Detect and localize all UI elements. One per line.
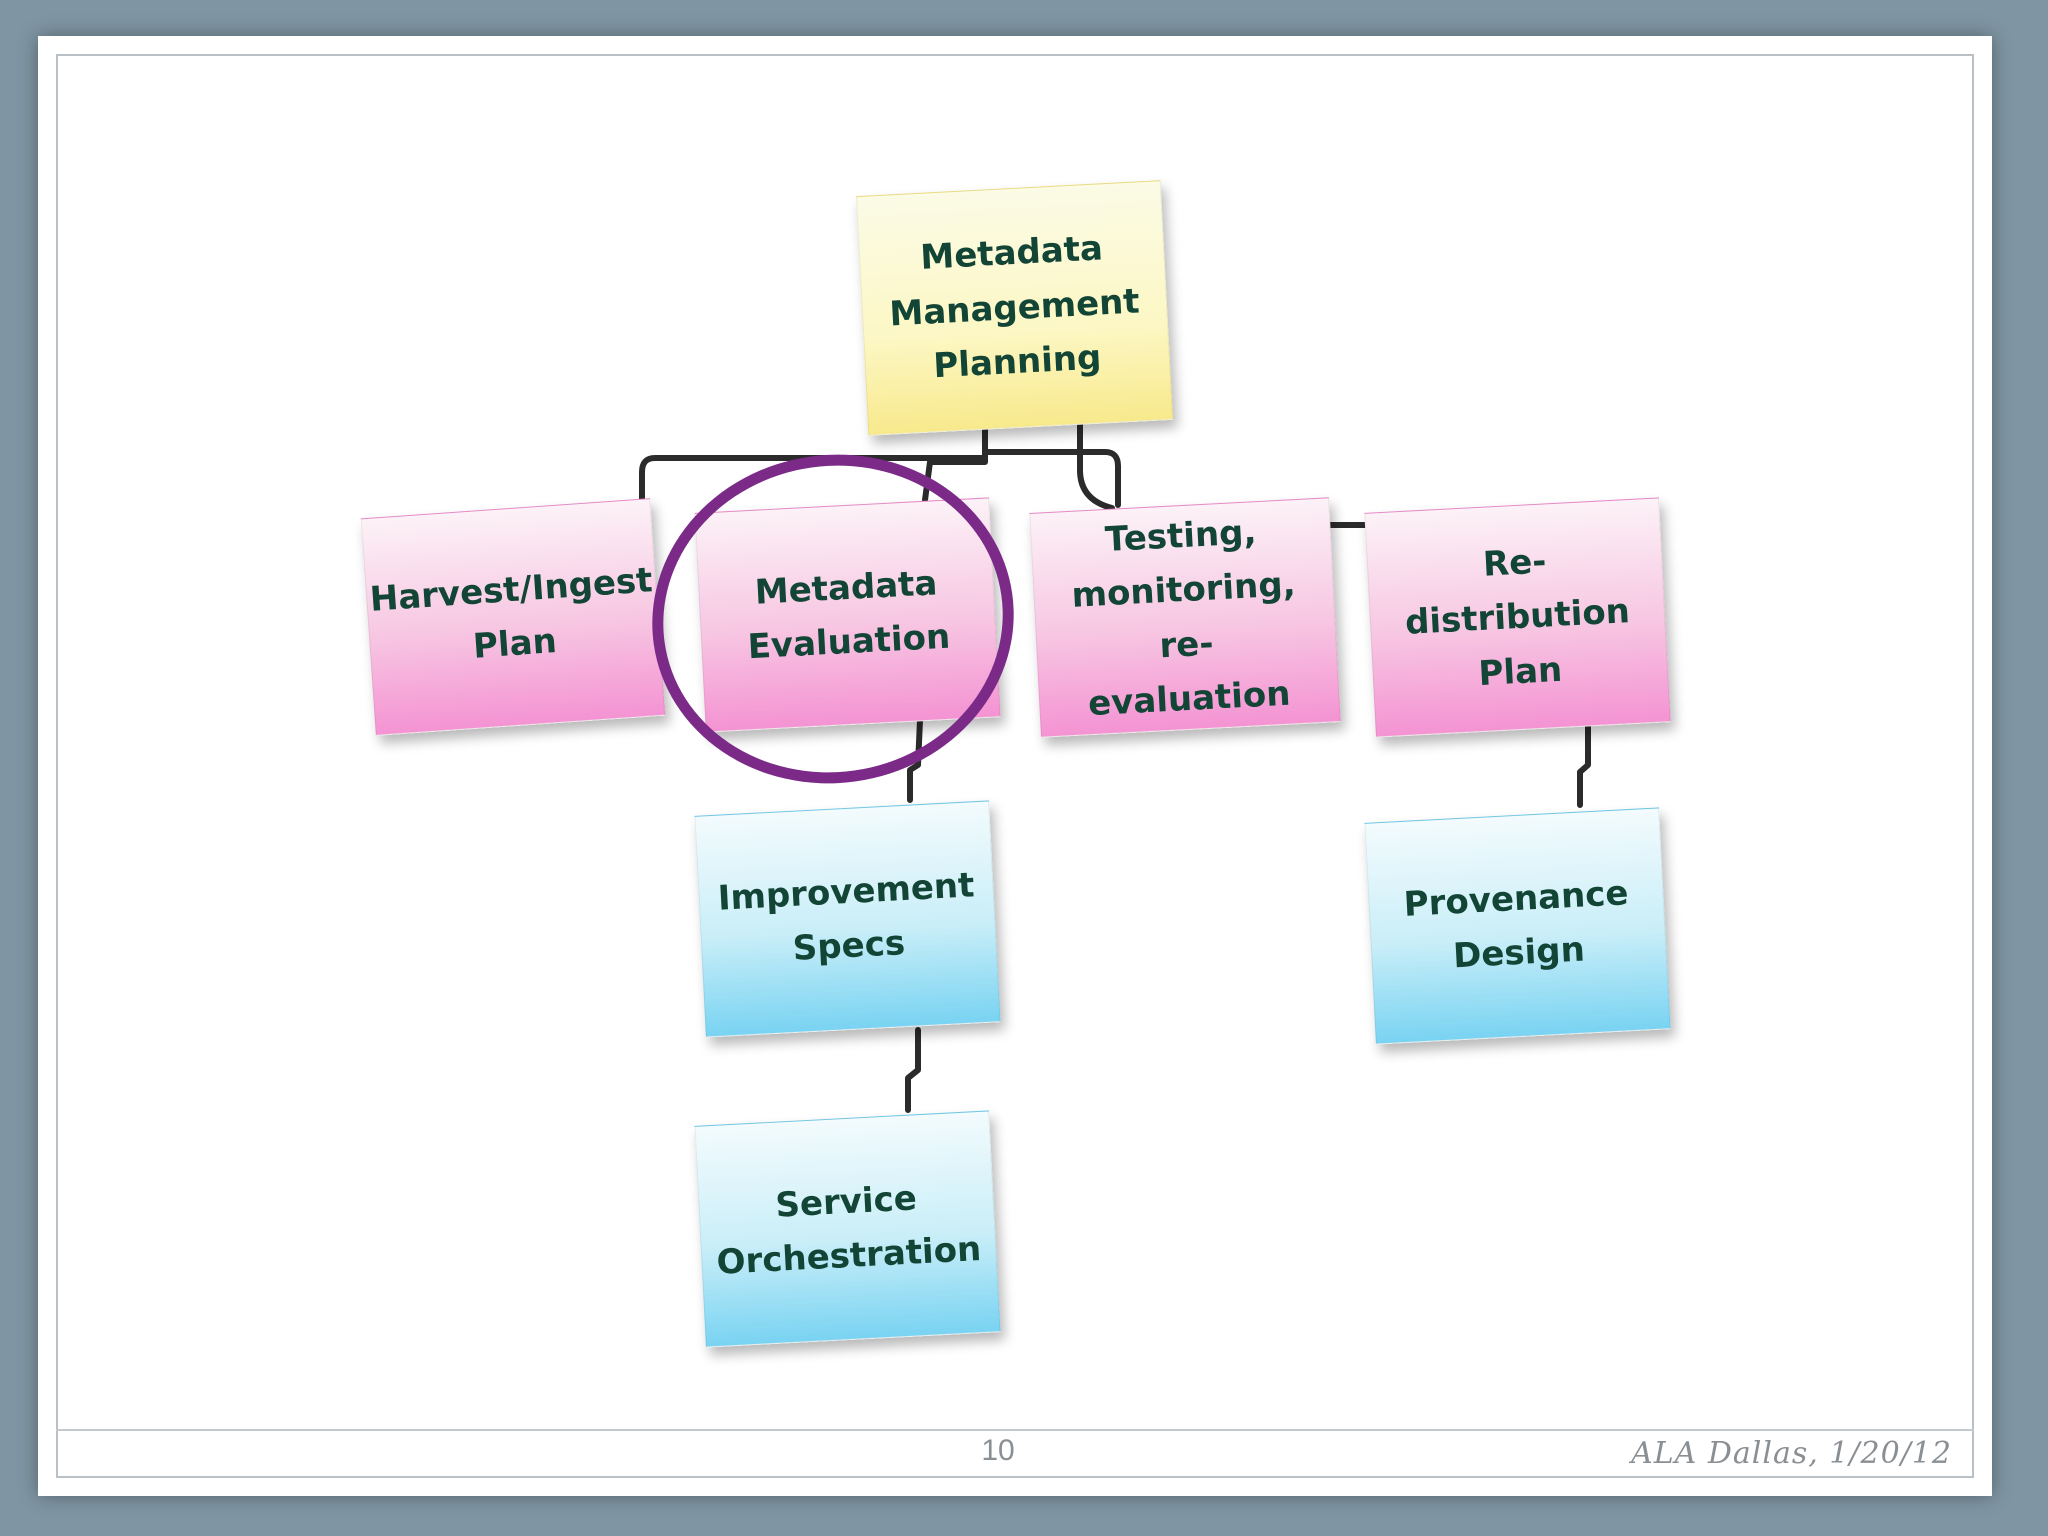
- node-metadata-management-planning: Metadata Management Planning: [855, 180, 1174, 436]
- connector-to-redistribution: [982, 449, 1121, 508]
- node-service-orchestration: Service Orchestration: [694, 1110, 1001, 1348]
- page-number: 10: [981, 1434, 1015, 1467]
- node-label: Improvement Specs: [716, 864, 976, 969]
- node-label: Harvest/Ingest Plan: [368, 559, 654, 667]
- node-label: Re-distribution Plan: [1404, 541, 1631, 694]
- node-label: Provenance Design: [1402, 872, 1630, 977]
- connector-to-improvement: [907, 717, 923, 803]
- node-label: Testing, monitoring, re- evaluation: [1070, 511, 1297, 725]
- node-improvement-specs: Improvement Specs: [694, 800, 1001, 1038]
- footer-note: ALA Dallas, 1/20/12: [1631, 1436, 1952, 1471]
- footer-divider: [56, 1429, 1974, 1431]
- node-label: Metadata Management Planning: [888, 228, 1141, 387]
- node-provenance-design: Provenance Design: [1364, 807, 1671, 1045]
- slide-frame: [56, 54, 1974, 1478]
- connector-to-harvest: [639, 417, 988, 523]
- connector-to-orchestration: [905, 1027, 921, 1113]
- node-label: Service Orchestration: [715, 1177, 983, 1283]
- node-re-distribution-plan: Re-distribution Plan: [1364, 497, 1671, 738]
- connector-to-testing: [1077, 412, 1115, 511]
- node-harvest-ingest-plan: Harvest/Ingest Plan: [360, 498, 666, 736]
- connector-to-provenance: [1577, 717, 1591, 808]
- node-testing-monitoring: Testing, monitoring, re- evaluation: [1029, 497, 1341, 738]
